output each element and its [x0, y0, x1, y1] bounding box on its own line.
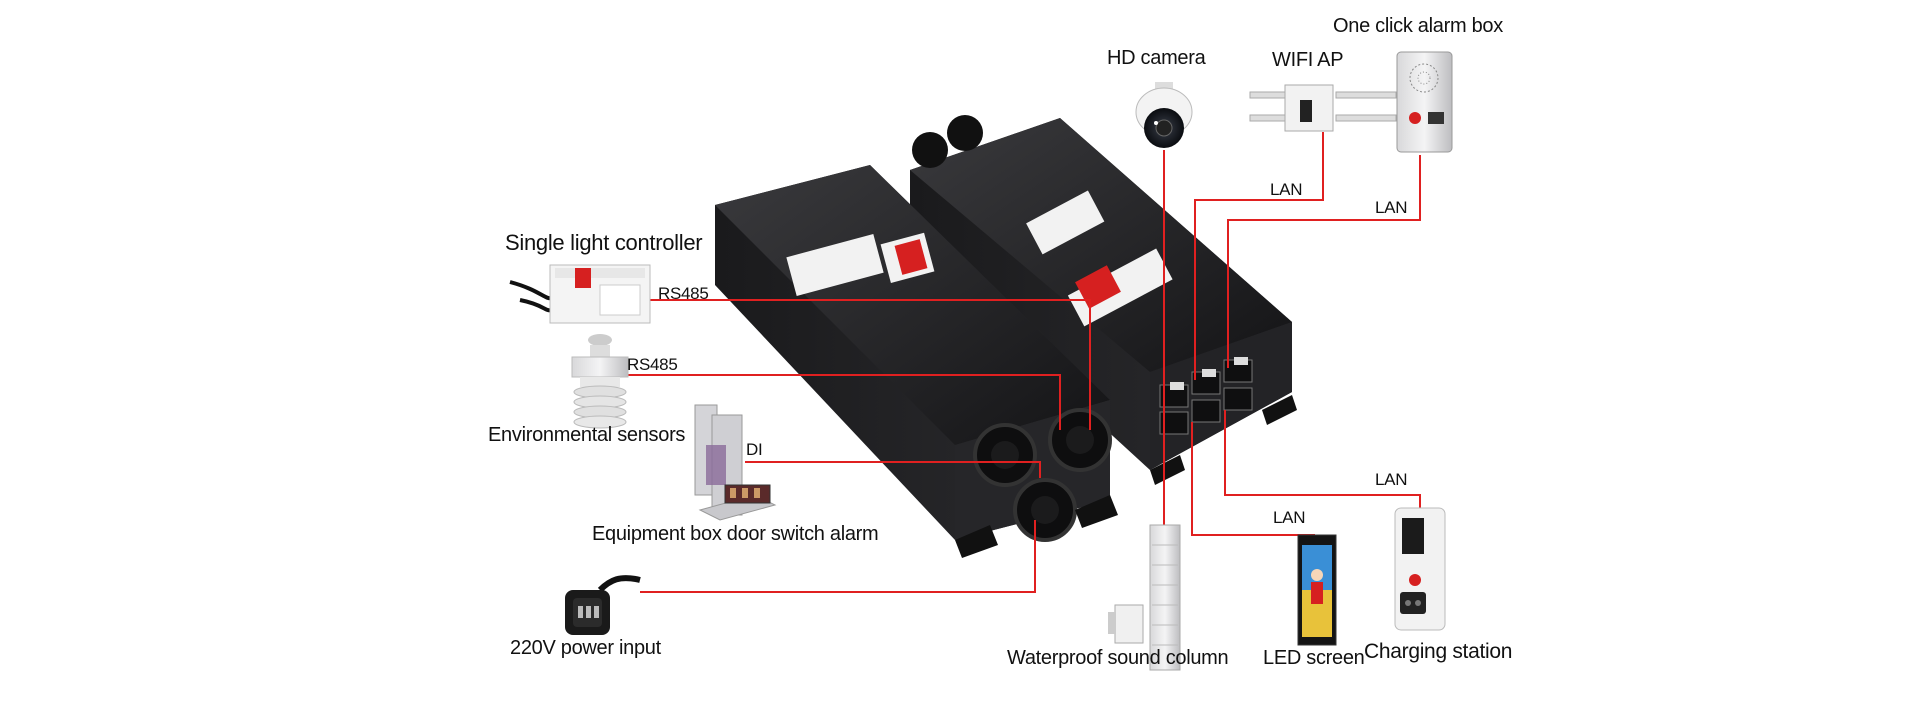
single-light-controller-image	[509, 264, 651, 324]
wifi-ap-image	[1249, 84, 1397, 132]
charging-station-image	[1394, 507, 1446, 631]
gateway-box-back	[910, 115, 1297, 485]
line-rs485-light	[650, 299, 1091, 430]
label-rs485-sensor: RS485	[627, 355, 678, 374]
label-alarm-box: One click alarm box	[1333, 15, 1503, 37]
label-door-switch-alarm: Equipment box door switch alarm	[592, 523, 879, 545]
environmental-sensor-image	[571, 334, 629, 429]
sound-column-image	[1108, 524, 1181, 671]
hd-camera-image	[1135, 82, 1193, 148]
line-rs485-sensor	[620, 374, 1061, 430]
door-switch-image	[694, 404, 777, 521]
label-lan-led: LAN	[1273, 508, 1306, 527]
label-lan-wifi: LAN	[1270, 180, 1303, 199]
label-environmental-sensors: Environmental sensors	[488, 424, 686, 446]
label-single-light-controller: Single light controller	[505, 230, 703, 255]
label-wifi-ap: WIFI AP	[1272, 49, 1344, 71]
label-lan-charging: LAN	[1375, 470, 1408, 489]
label-lan-alarm: LAN	[1375, 198, 1408, 217]
line-led	[1191, 422, 1315, 536]
label-hd-camera: HD camera	[1107, 47, 1206, 69]
line-power	[640, 520, 1036, 593]
led-screen-image	[1297, 534, 1337, 646]
line-alarm	[1227, 155, 1421, 368]
label-charging-station: Charging station	[1364, 640, 1513, 663]
label-led-screen: LED screen	[1263, 647, 1365, 669]
label-sound-column: Waterproof sound column	[1007, 647, 1229, 669]
power-plug-image	[565, 575, 641, 635]
line-charging	[1224, 410, 1421, 508]
label-rs485-light: RS485	[658, 284, 709, 303]
line-wifi	[1194, 132, 1324, 380]
connection-lines	[620, 132, 1421, 593]
label-power-input: 220V power input	[510, 637, 661, 659]
alarm-box-image	[1396, 51, 1453, 153]
label-di: DI	[746, 440, 763, 459]
line-di	[745, 461, 1041, 478]
